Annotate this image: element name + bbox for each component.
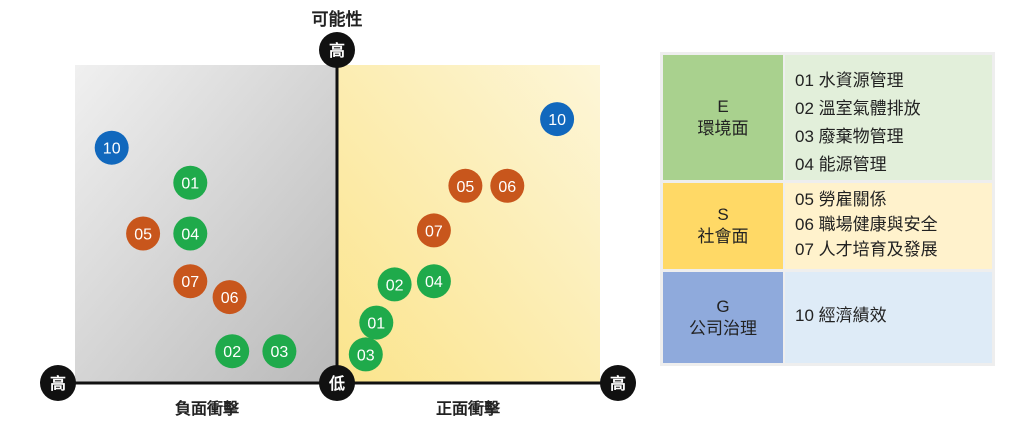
legend-table: E 環境面 01 水資源管理 02 溫室氣體排放 03 廢棄物管理 04 能源管… xyxy=(660,52,995,366)
origin-marker xyxy=(319,365,355,401)
issue-point-label: 07 xyxy=(181,274,199,291)
issue-point-label: 10 xyxy=(548,112,566,129)
issue-point-label: 06 xyxy=(221,290,239,307)
issue-point-10-negative xyxy=(94,130,129,165)
legend-category-governance: G 公司治理 xyxy=(663,272,783,363)
legend-code: E xyxy=(717,96,729,116)
issue-point-label: 10 xyxy=(103,141,121,158)
negative-impact-caption: 負面衝擊 xyxy=(175,399,240,418)
legend-item: 07 人才培育及發展 xyxy=(795,240,938,259)
legend-item: 03 廢棄物管理 xyxy=(795,127,904,146)
issue-point-10-positive xyxy=(540,102,575,137)
x-axis-right-label: 高 xyxy=(610,374,626,393)
legend-category-name: 公司治理 xyxy=(689,318,757,338)
legend-item: 10 經濟績效 xyxy=(795,306,887,325)
legend-item: 02 溫室氣體排放 xyxy=(795,99,921,118)
issue-point-07-negative xyxy=(173,264,208,299)
issue-point-05-negative xyxy=(126,216,161,251)
issue-point-label: 07 xyxy=(425,223,443,240)
issue-point-label: 04 xyxy=(181,227,199,244)
issue-point-01-positive xyxy=(359,305,394,340)
issue-point-label: 01 xyxy=(367,316,385,333)
y-axis-title: 可能性 xyxy=(312,9,363,29)
legend-item: 04 能源管理 xyxy=(795,155,887,174)
issue-point-03-positive xyxy=(348,337,383,372)
y-axis-top-marker xyxy=(319,32,355,68)
issue-point-label: 03 xyxy=(357,347,375,364)
data-points: 10 01 05 04 07 06 02 03 10 05 06 07 02 04 01 03 xyxy=(94,102,575,372)
issue-point-label: 02 xyxy=(223,344,241,361)
issue-point-label: 05 xyxy=(457,179,475,196)
legend-row-environment: E 環境面 01 水資源管理 02 溫室氣體排放 03 廢棄物管理 04 能源管… xyxy=(663,55,992,180)
legend-category-name: 社會面 xyxy=(697,227,749,246)
x-axis-left-marker xyxy=(40,365,76,401)
origin-label: 低 xyxy=(328,374,345,393)
legend-code: S xyxy=(717,205,729,224)
issue-point-label: 06 xyxy=(498,179,516,196)
legend-item: 01 水資源管理 xyxy=(795,71,904,90)
legend-category-social: S 社會面 xyxy=(663,183,783,269)
issue-point-05-positive xyxy=(448,168,483,203)
legend-items-social: 05 勞雇關係 06 職場健康與安全 07 人才培育及發展 xyxy=(785,183,992,269)
issue-point-03-negative xyxy=(262,334,297,369)
negative-impact-quadrant xyxy=(75,65,337,383)
issue-point-01-negative xyxy=(173,165,208,200)
legend-item: 05 勞雇關係 xyxy=(795,190,887,209)
x-axis-left-label: 高 xyxy=(50,374,66,393)
issue-point-06-positive xyxy=(490,168,525,203)
legend-row-governance: G 公司治理 10 經濟績效 xyxy=(663,272,992,363)
issue-point-label: 04 xyxy=(425,274,443,291)
issue-point-06-negative xyxy=(212,280,247,315)
positive-impact-caption: 正面衝擊 xyxy=(436,399,501,418)
legend-code: G xyxy=(716,296,730,316)
issue-point-label: 03 xyxy=(271,344,289,361)
issue-point-label: 05 xyxy=(134,227,152,244)
issue-point-04-positive xyxy=(416,264,451,299)
legend-items-environment: 01 水資源管理 02 溫室氣體排放 03 廢棄物管理 04 能源管理 xyxy=(785,55,992,180)
issue-point-04-negative xyxy=(173,216,208,251)
issue-point-label: 02 xyxy=(386,277,404,294)
issue-point-07-positive xyxy=(416,213,451,248)
issue-point-02-negative xyxy=(215,334,250,369)
legend-item: 06 職場健康與安全 xyxy=(795,215,938,234)
y-axis-top-label: 高 xyxy=(329,41,345,60)
x-axis-right-marker xyxy=(600,365,636,401)
legend-items-governance: 10 經濟績效 xyxy=(785,272,992,363)
legend-row-social: S 社會面 05 勞雇關係 06 職場健康與安全 07 人才培育及發展 xyxy=(663,183,992,269)
legend-category-name: 環境面 xyxy=(697,118,749,138)
legend-category-environment: E 環境面 xyxy=(663,55,783,180)
issue-point-label: 01 xyxy=(181,176,199,193)
issue-point-02-positive xyxy=(377,267,412,302)
